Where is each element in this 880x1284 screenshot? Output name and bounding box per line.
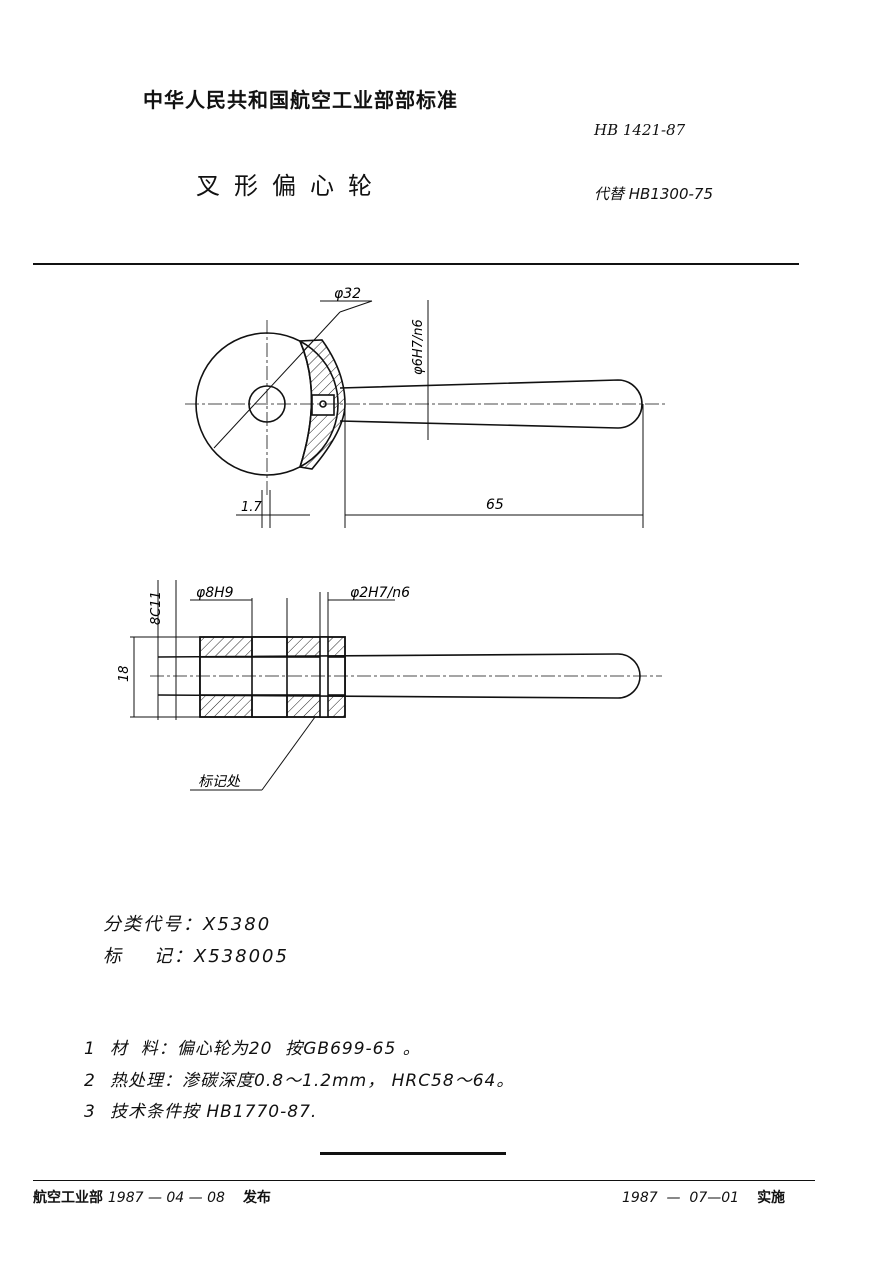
dim-diameter: φ32	[334, 286, 361, 302]
dim-offset: 1.7	[241, 500, 262, 515]
section-view	[130, 580, 662, 791]
note-2: 2 热处理：渗碳深度0.8～1.2mm， HRC58～64。	[84, 1066, 514, 1091]
classification-code: 分类代号：X5380	[103, 910, 271, 936]
top-view	[185, 300, 665, 528]
note-number: 3	[84, 1102, 96, 1122]
note-text: 热处理：渗碳深度0.8～1.2mm， HRC58～64。	[110, 1071, 515, 1091]
issue-word: 发布	[242, 1190, 271, 1206]
footer-issue: 航空工业部 1987 — 04 — 08 发布	[33, 1187, 271, 1207]
organization-header: 中华人民共和国航空工业部部标准	[143, 88, 458, 112]
effective-date: 1987 — 07—01	[622, 1190, 740, 1206]
marking-label: 标记处	[198, 774, 241, 790]
replaces-standard: 代替 HB1300-75	[594, 185, 714, 203]
pin	[311, 394, 335, 416]
end-rule	[320, 1152, 506, 1155]
note-3: 3 技术条件按 HB1770-87.	[84, 1097, 317, 1122]
effective-word: 实施	[757, 1190, 786, 1206]
dim-fit: φ6H7/n6	[411, 319, 426, 375]
dim-height: 18	[117, 665, 132, 682]
marking-code-value: X538005	[193, 946, 289, 967]
dim-pin: φ2H7/n6	[350, 585, 410, 601]
technical-drawing: φ32 φ6H7/n6 1.7 65 φ8H9 φ	[117, 286, 665, 791]
note-number: 2	[84, 1071, 96, 1091]
header-rule	[33, 263, 799, 265]
standard-number: HB 1421-87	[594, 121, 686, 139]
footer-rule	[33, 1180, 815, 1181]
dim-bore: φ8H9	[196, 585, 234, 601]
issuer: 航空工业部	[33, 1190, 103, 1206]
dim-length: 65	[486, 497, 504, 513]
note-text: 技术条件按 HB1770-87.	[110, 1102, 318, 1122]
document-title: 叉形偏心轮	[196, 172, 386, 200]
note-text: 材 料：偏心轮为20 按GB699-65 。	[110, 1039, 421, 1059]
note-1: 1 材 料：偏心轮为20 按GB699-65 。	[84, 1034, 421, 1059]
classification-value: X5380	[203, 914, 272, 935]
issue-date: 1987 — 04 — 08	[107, 1190, 225, 1206]
footer-effective: 1987 — 07—01 实施	[622, 1187, 785, 1207]
marking-code: 标 记：X538005	[103, 942, 289, 968]
marking-code-label: 标 记：	[103, 946, 194, 967]
dim-width-tol: 8C11	[149, 591, 164, 625]
note-number: 1	[84, 1039, 96, 1059]
classification-label: 分类代号：	[103, 914, 203, 935]
